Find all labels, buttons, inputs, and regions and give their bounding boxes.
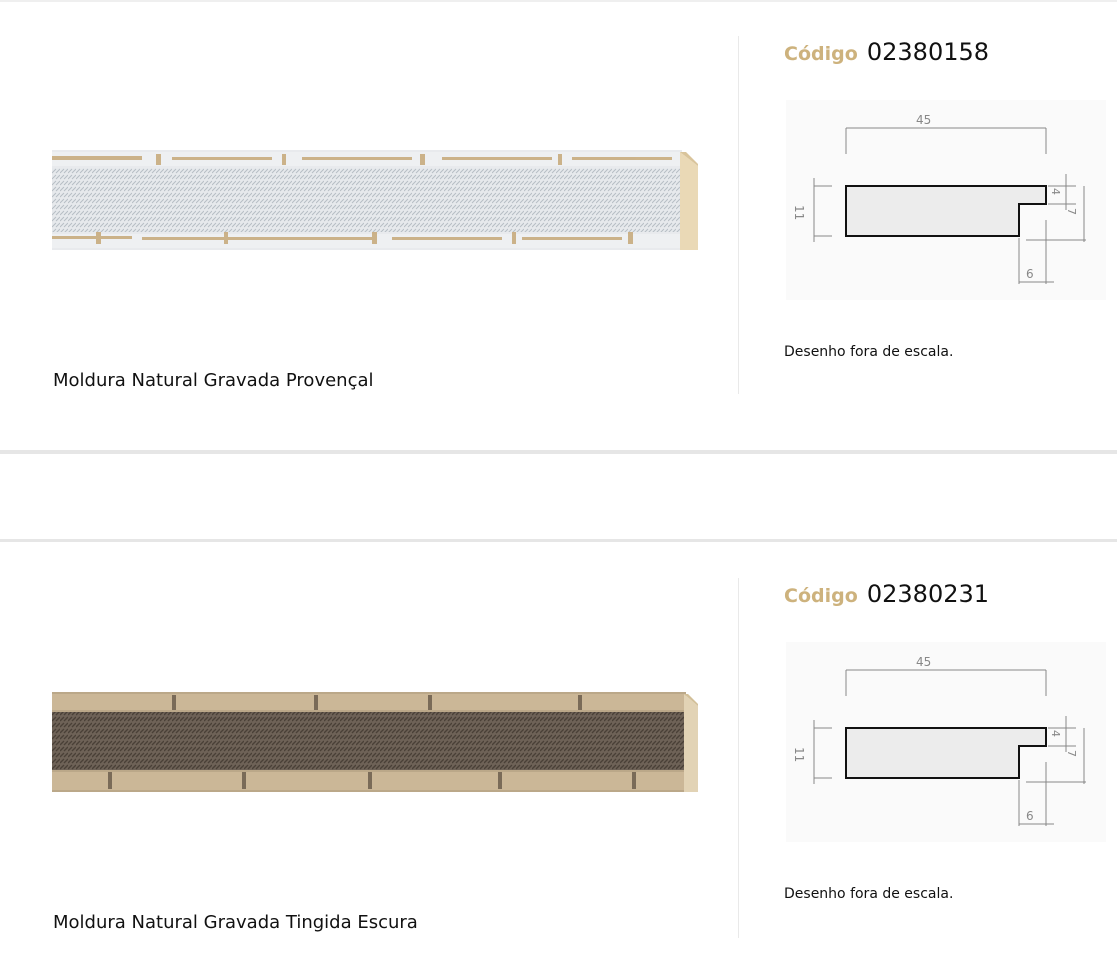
profile-drawing-1: 45 11 4 7 6 — [786, 100, 1106, 300]
molding-photo-1 — [52, 150, 698, 250]
vertical-divider — [738, 36, 739, 394]
product-name: Moldura Natural Gravada Provençal — [53, 370, 374, 391]
code-label: Código — [784, 43, 858, 65]
drawing-scale-note: Desenho fora de escala. — [784, 344, 954, 360]
dim-width-label: 45 — [916, 113, 931, 127]
dim-height-label: 11 — [792, 205, 806, 220]
dim-rabbet-height-label: 4 — [1049, 188, 1062, 195]
dim-width-label: 45 — [916, 655, 931, 669]
dim-rabbet-depth-label: 7 — [1065, 750, 1078, 757]
dim-rabbet-width-label: 6 — [1026, 809, 1034, 823]
product-code: Código 02380158 — [784, 38, 989, 66]
dim-height-label: 11 — [792, 747, 806, 762]
dim-rabbet-height-label: 4 — [1049, 730, 1062, 737]
separator-line-bottom — [0, 539, 1117, 542]
product-code: Código 02380231 — [784, 580, 989, 608]
dim-rabbet-depth-label: 7 — [1065, 208, 1078, 215]
product-name: Moldura Natural Gravada Tingida Escura — [53, 912, 418, 933]
product-card-1: Moldura Natural Gravada Provençal Código… — [0, 0, 1117, 450]
code-value: 02380231 — [866, 580, 990, 608]
drawing-scale-note: Desenho fora de escala. — [784, 886, 954, 902]
dim-rabbet-width-label: 6 — [1026, 267, 1034, 281]
profile-drawing-2: 45 11 4 7 6 — [786, 642, 1106, 842]
product-card-2: Moldura Natural Gravada Tingida Escura C… — [0, 542, 1117, 971]
section-separator — [0, 450, 1117, 542]
molding-photo-2 — [52, 692, 698, 792]
top-divider — [0, 0, 1117, 2]
code-label: Código — [784, 585, 858, 607]
vertical-divider — [738, 578, 739, 938]
code-value: 02380158 — [866, 38, 990, 66]
separator-line-top — [0, 450, 1117, 454]
